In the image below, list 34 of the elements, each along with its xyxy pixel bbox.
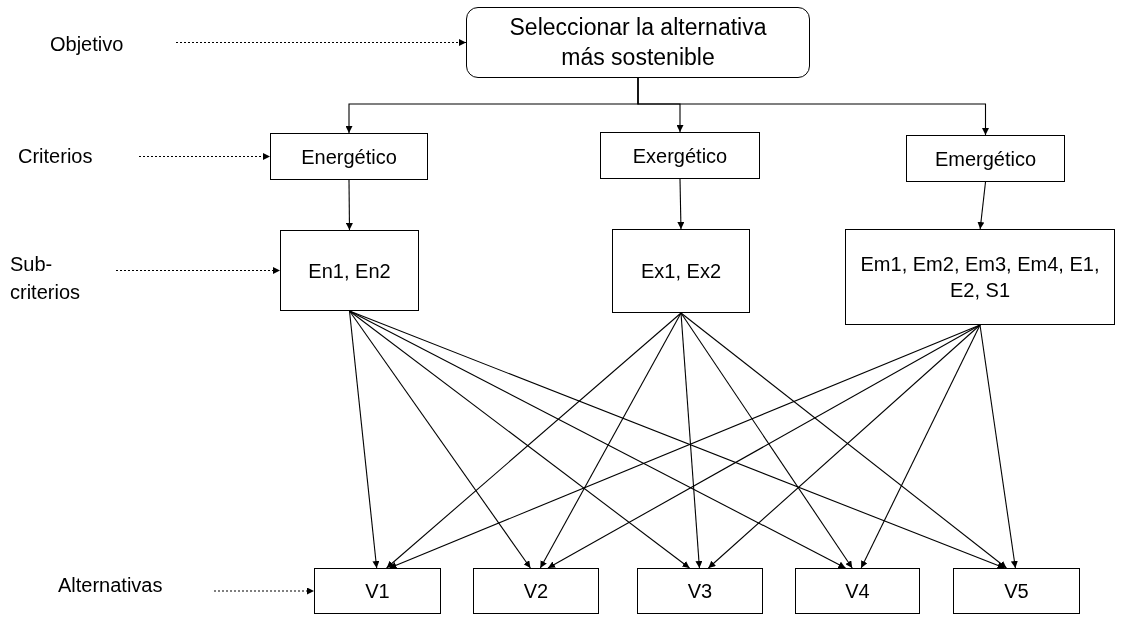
arrow: [348, 310, 531, 569]
process-box: V3: [637, 568, 763, 614]
dashed-arrow: [115, 267, 281, 274]
process-box: Energético: [270, 133, 428, 180]
level-label: Criterios: [18, 140, 133, 172]
arrow: [680, 312, 853, 569]
process-box: V1: [314, 568, 441, 614]
process-box: V2: [473, 568, 599, 614]
arrow: [680, 312, 1007, 569]
process-box: V5: [953, 568, 1080, 614]
arrow: [680, 312, 703, 569]
process-box: Ex1, Ex2: [612, 229, 750, 313]
process-box: Emergético: [906, 135, 1065, 182]
process-box: En1, En2: [280, 230, 419, 311]
process-box: Em1, Em2, Em3, Em4, E1, E2, S1: [845, 229, 1115, 325]
arrow: [345, 179, 353, 231]
goal-box: Seleccionar la alternativa más sostenible: [466, 7, 810, 78]
arrow: [677, 178, 685, 230]
arrow: [539, 312, 682, 569]
dashed-arrow: [175, 39, 467, 46]
arrow: [979, 324, 1018, 569]
level-label: Objetivo: [50, 28, 170, 60]
process-box: Exergético: [600, 132, 760, 179]
arrow: [977, 181, 987, 230]
level-label: Sub- criterios: [10, 245, 110, 311]
dashed-arrow: [138, 153, 271, 160]
arrow: [348, 310, 380, 569]
arrow: [860, 324, 981, 569]
level-label: Alternativas: [58, 569, 208, 601]
arrow: [707, 324, 981, 569]
dashed-arrow: [213, 587, 315, 595]
arrow: [637, 77, 989, 136]
arrow: [547, 324, 981, 569]
process-box: V4: [795, 568, 920, 614]
